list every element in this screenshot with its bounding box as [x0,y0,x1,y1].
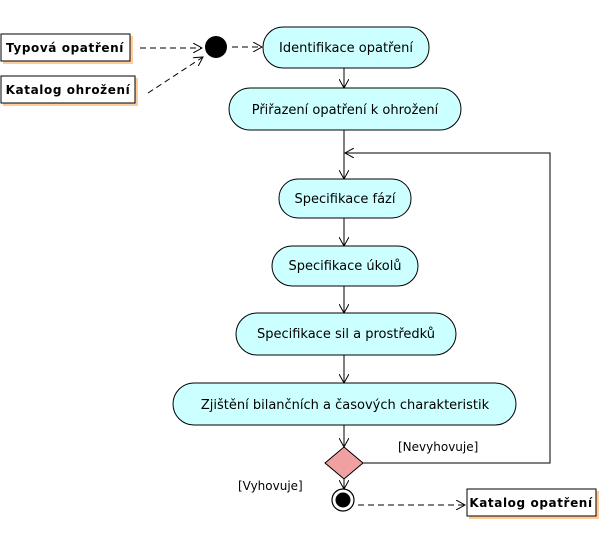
activity-label: Specifikace fází [295,192,396,207]
object-flow-katalog [147,57,203,94]
object-label: Typová opatření [6,41,124,55]
flow-loop-nevyhovuje [345,153,551,464]
object-box [0,33,131,62]
activity-label: Identifikace opatření [279,41,413,56]
guard-vyhovuje: [Vyhovuje] [238,479,303,493]
activity-shape [278,178,412,219]
activity-specifikace-sil[interactable]: Specifikace sil a prostředků [235,312,457,356]
decision-node[interactable] [324,446,364,480]
object-label: Katalog opatření [469,496,593,510]
activity-shape [235,312,457,356]
object-box [0,75,136,104]
activity-shape [228,87,462,131]
activity-zjisteni[interactable]: Zjištění bilančních a časových charakter… [172,382,517,426]
object-typova-opatreni[interactable]: Typová opatření [0,33,133,64]
activity-shape [271,245,419,287]
activity-label: Specifikace úkolů [288,259,401,274]
object-katalog-opatreni[interactable]: Katalog opatření [466,488,599,519]
guard-nevyhovuje: [Nevyhovuje] [398,440,478,454]
start-node[interactable] [205,36,227,58]
object-box [466,488,597,517]
activity-prirazeni[interactable]: Přiřazení opatření k ohrožení [228,87,462,131]
object-katalog-ohrozeni[interactable]: Katalog ohrožení [0,75,138,106]
activity-identifikace[interactable]: Identifikace opatření [262,26,430,69]
activity-specifikace-fazi[interactable]: Specifikace fází [278,178,412,219]
activity-label: Specifikace sil a prostředků [257,327,435,342]
end-node[interactable] [331,488,355,512]
activity-label: Zjištění bilančních a časových charakter… [201,398,490,413]
activity-label: Přiřazení opatření k ohrožení [252,103,439,118]
activity-specifikace-ukolu[interactable]: Specifikace úkolů [271,245,419,287]
object-label: Katalog ohrožení [6,83,131,97]
end-node-dot [335,492,351,508]
activity-shape [262,26,430,69]
